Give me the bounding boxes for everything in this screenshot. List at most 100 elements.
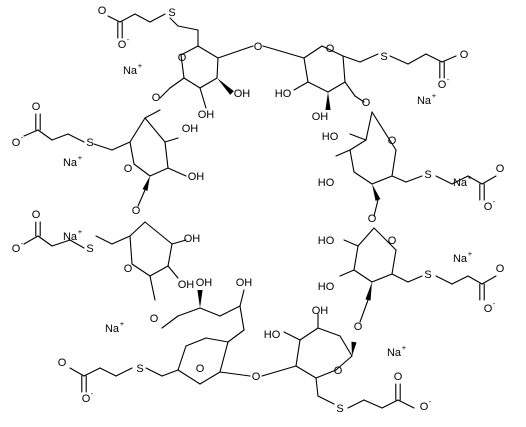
bond-26 — [134, 13, 151, 23]
bond-142 — [295, 365, 317, 379]
bond-22 — [344, 81, 356, 97]
bond-24 — [262, 45, 305, 59]
bond-141 — [315, 369, 337, 379]
ring-oxygen-8: O — [334, 365, 343, 377]
bond-13 — [321, 45, 344, 57]
bond-67 — [391, 175, 407, 183]
carboxylate-oxygen-4: O — [484, 201, 493, 213]
bond-133 — [219, 371, 251, 377]
hydroxyl-6b: HO — [318, 281, 335, 293]
bond-64 — [349, 133, 367, 141]
bond-106 — [467, 275, 483, 285]
bond-45 — [167, 167, 187, 177]
hydroxyl-5b: OH — [178, 279, 195, 291]
sulfur-2: S — [380, 51, 387, 63]
bond-137 — [299, 327, 319, 341]
bond-56 — [354, 95, 365, 103]
bond-150 — [381, 399, 399, 409]
bond-85 — [95, 235, 113, 245]
bond-147 — [317, 395, 335, 405]
bond-27 — [119, 13, 136, 23]
bond-138 — [317, 327, 341, 337]
bond-98 — [373, 227, 397, 251]
bond-149 — [363, 399, 383, 409]
sodium-counterion-3: Na — [63, 157, 78, 169]
hydroxyl-1a: OH — [198, 109, 215, 121]
bond-86 — [69, 239, 85, 249]
bond-49 — [93, 143, 113, 151]
bond-36 — [441, 55, 457, 63]
bond-layer — [23, 13, 497, 409]
bond-99 — [343, 239, 359, 247]
bond-83 — [171, 239, 187, 245]
bond-16 — [307, 81, 329, 93]
bond-120 — [177, 369, 201, 385]
bond-58 — [349, 139, 367, 151]
sulfur-4: S — [424, 169, 431, 181]
sodium-charge-6: + — [468, 249, 473, 258]
bond-61 — [371, 175, 393, 185]
hydroxyl-7a: OH — [196, 277, 213, 289]
bond-97 — [391, 249, 397, 275]
ring-oxygen-3: O — [124, 163, 133, 175]
bond-143 — [283, 331, 301, 341]
carbonyl-oxygen-8: O — [394, 371, 403, 383]
carboxylate-charge-3: - — [21, 133, 24, 142]
hydroxyl-6a: HO — [318, 235, 335, 247]
bond-132 — [69, 367, 85, 377]
hydroxyl-4a: HO — [322, 131, 339, 143]
bond-37 — [159, 87, 171, 99]
sodium-charge-7: + — [120, 319, 125, 328]
bond-52 — [37, 129, 53, 141]
carboxylate-oxygen-8: O — [420, 401, 429, 413]
bond-30 — [107, 15, 121, 23]
sodium-charge-8: + — [402, 343, 407, 352]
bond-136 — [295, 339, 301, 367]
carbonyl-oxygen-1: O — [98, 5, 107, 17]
bond-62 — [391, 149, 397, 177]
carbonyl-oxygen-3: O — [32, 101, 41, 113]
bond-128 — [99, 367, 117, 377]
bond-23 — [217, 45, 254, 59]
wedge-bond-66 — [372, 184, 381, 201]
bond-112 — [177, 307, 201, 317]
carboxylate-oxygen-6: O — [484, 303, 493, 315]
bond-127 — [115, 367, 133, 377]
bond-2 — [216, 57, 219, 79]
bond-18 — [342, 55, 361, 63]
bond-124 — [239, 289, 245, 307]
sodium-counterion-2: Na — [417, 95, 432, 107]
bond-88 — [37, 235, 53, 247]
wedge-bond-47 — [142, 176, 150, 191]
bond-104 — [435, 275, 453, 285]
hydroxyl-2b: OH — [312, 111, 329, 123]
atom-label-layer: OOHOHOHOOHOSO-OSO-ONa+Na+OOOHOHSO-ONa+OO… — [12, 5, 505, 415]
carbonyl-oxygen-7: O — [58, 357, 67, 369]
carboxylate-charge-5: - — [21, 239, 24, 248]
glycosidic-oxygen-5: O — [368, 213, 377, 225]
carboxylate-oxygen-1: O — [118, 39, 127, 51]
bond-139 — [339, 335, 353, 357]
bond-8 — [169, 17, 179, 27]
ring-oxygen-6: O — [388, 235, 397, 247]
bond-114 — [219, 305, 241, 317]
bond-69 — [435, 175, 453, 185]
hydroxyl-8b: OH — [312, 305, 329, 317]
wedge-bond-10 — [217, 78, 234, 95]
hydroxyl-7b: OH — [236, 277, 253, 289]
ring-oxygen-7: O — [196, 363, 205, 375]
bond-60 — [353, 171, 373, 185]
carboxylate-oxygen-3: O — [12, 137, 21, 149]
ring-oxygen-5: O — [124, 263, 133, 275]
bond-153 — [397, 399, 415, 409]
bond-100 — [339, 269, 355, 277]
sulfur-3: S — [86, 137, 93, 149]
carboxylate-oxygen-7: O — [82, 393, 91, 405]
carboxylate-charge-1: - — [127, 35, 130, 44]
sodium-counterion-4: Na — [453, 177, 468, 189]
carbonyl-oxygen-4: O — [496, 163, 505, 175]
bond-71 — [467, 175, 483, 185]
bond-51 — [51, 133, 69, 141]
hydroxyl-4b: HO — [318, 177, 335, 189]
bond-75 — [137, 189, 146, 207]
